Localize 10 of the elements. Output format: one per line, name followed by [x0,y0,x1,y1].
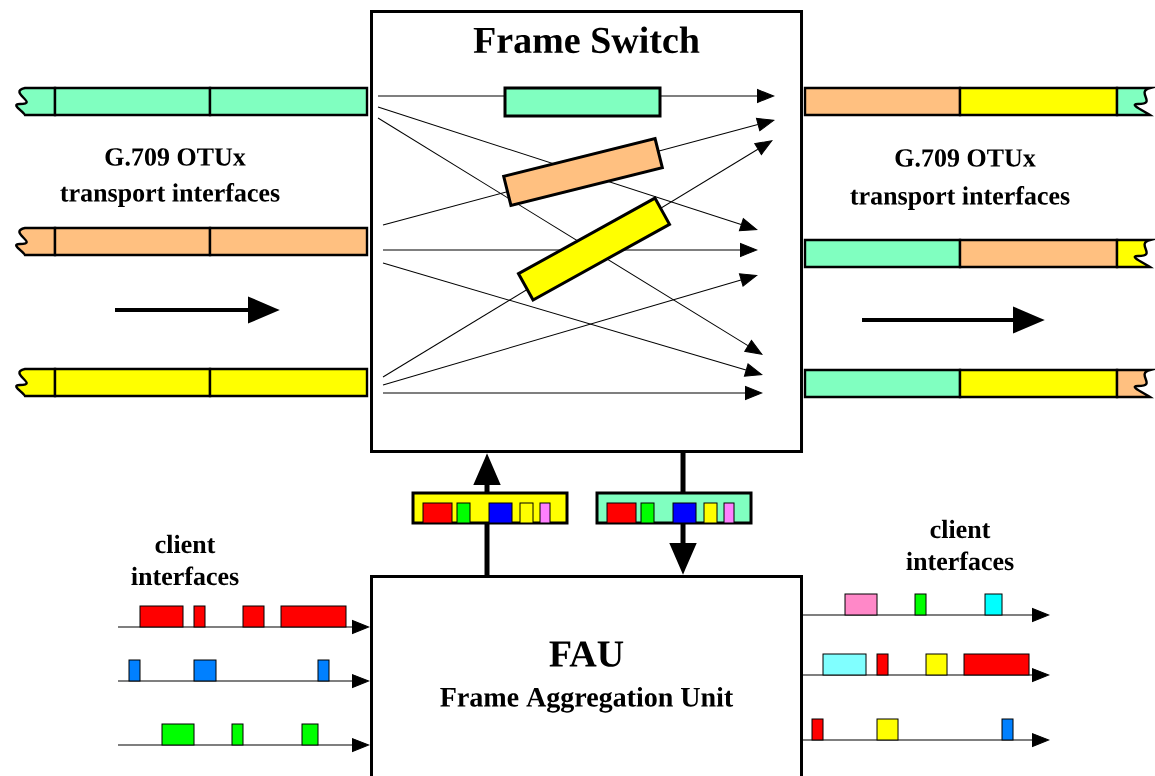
arrow [117,674,370,688]
interface-label: G.709 OTUx [895,149,1036,167]
interface-label: transport interfaces [60,183,280,207]
interface-label: G.709 OTUx [105,148,246,166]
arrow [802,733,1050,747]
unit-box: FAU Frame Aggregation Unit [370,575,803,776]
switch-box: Frame Switch [370,10,803,453]
interface-label: transport interfaces [850,186,1070,210]
interface-label: client interfaces [906,519,1014,571]
interface-label: client interfaces [131,534,239,586]
